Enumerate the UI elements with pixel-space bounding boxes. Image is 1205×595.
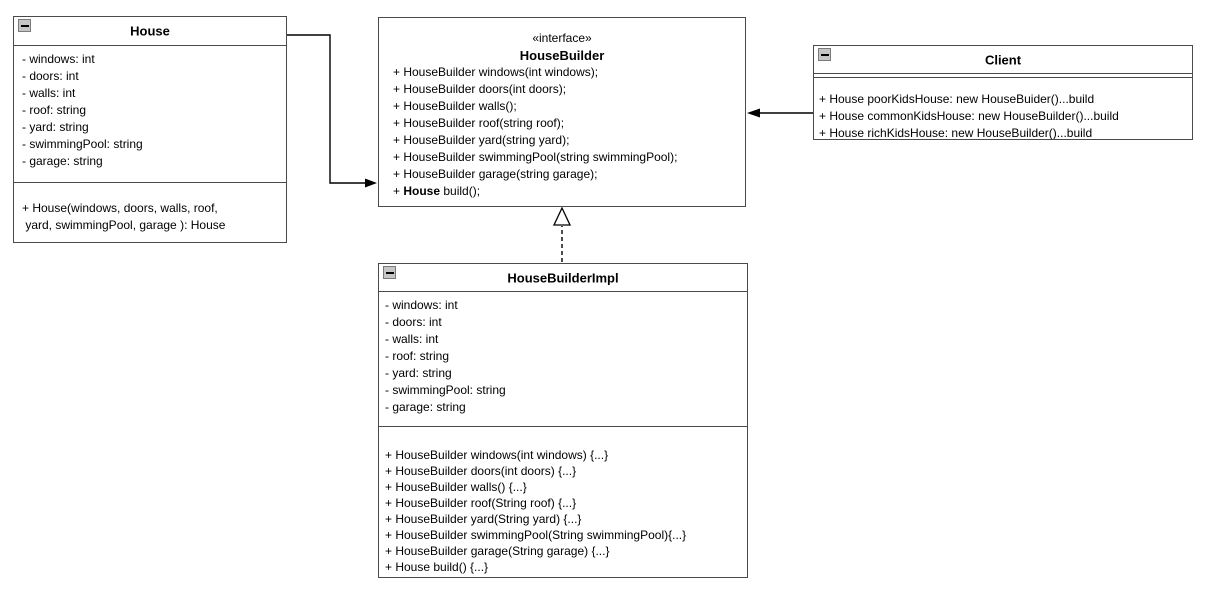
method-line: + House richKidsHouse: new HouseBuilder(…: [819, 126, 1093, 139]
class-title-housebuilderimpl: HouseBuilderImpl: [507, 270, 619, 285]
attribute-line: - walls: int: [385, 332, 439, 346]
method-line: + HouseBuilder roof(String roof) {...}: [385, 496, 577, 510]
method-line: + HouseBuilder swimmingPool(string swimm…: [393, 150, 678, 164]
methods-list-housebuilder: + HouseBuilder windows(int windows); + Ho…: [393, 64, 741, 183]
method-line: + HouseBuilder windows(int windows);: [393, 65, 599, 79]
attribute-line: - garage: string: [22, 154, 103, 168]
method-line: + House commonKidsHouse: new HouseBuilde…: [819, 109, 1119, 123]
class-box-house[interactable]: House - windows: int - doors: int - walls:…: [13, 16, 287, 243]
method-line: + HouseBuilder walls();: [393, 99, 517, 113]
method-line: + House build() {...}: [385, 560, 489, 574]
method-line-build: + House build();: [393, 183, 741, 200]
interface-box-housebuilder[interactable]: «interface» HouseBuilder + HouseBuilder …: [378, 17, 746, 207]
attribute-line: - doors: int: [22, 69, 79, 83]
collapse-minus-icon[interactable]: [18, 19, 31, 32]
attributes-compartment-housebuilderimpl: - windows: int - doors: int - walls: int - …: [379, 291, 747, 426]
class-box-client[interactable]: Client + House poorKidsHouse: new HouseB…: [813, 45, 1193, 140]
attributes-compartment-house: - windows: int - doors: int - walls: int - …: [14, 45, 286, 182]
method-line: + HouseBuilder yard(String yard) {...}: [385, 512, 582, 526]
attribute-line: - roof: string: [22, 103, 87, 117]
method-line: + House(windows, doors, walls, roof,: [22, 201, 218, 215]
class-header-client: Client: [814, 46, 1192, 73]
collapse-minus-icon[interactable]: [383, 266, 396, 279]
arrowhead-client-to-housebuilder: [747, 108, 760, 118]
class-title-client: Client: [984, 52, 1022, 67]
method-line: + HouseBuilder garage(string garage);: [393, 167, 598, 181]
attribute-line: - yard: string: [22, 120, 89, 134]
interface-title-housebuilder: HouseBuilder: [519, 48, 605, 63]
method-line: + House poorKidsHouse: new HouseBuider()…: [819, 92, 1095, 106]
minus-glyph: [820, 53, 829, 56]
build-signature: build();: [440, 184, 481, 198]
method-line: + HouseBuilder yard(string yard);: [393, 133, 570, 147]
class-header-housebuilderimpl: HouseBuilderImpl: [379, 264, 747, 291]
minus-glyph: [20, 24, 29, 27]
methods-compartment-house: + House(windows, doors, walls, roof, yar…: [14, 182, 286, 244]
class-header-house: House: [14, 17, 286, 45]
class-title-house: House: [130, 23, 170, 39]
method-line: + HouseBuilder garage(String garage) {..…: [385, 544, 610, 558]
method-line: + HouseBuilder roof(string roof);: [393, 116, 565, 130]
attribute-line: - windows: int: [22, 52, 95, 66]
attribute-line: - garage: string: [385, 400, 466, 414]
association-house-to-housebuilder: [287, 34, 366, 184]
attribute-line: - doors: int: [385, 315, 442, 329]
method-line: yard, swimmingPool, garage ): House: [22, 218, 226, 232]
build-prefix: +: [393, 184, 404, 198]
attribute-line: - windows: int: [385, 298, 458, 312]
interface-stereotype: «interface»: [532, 31, 592, 45]
method-line: + HouseBuilder windows(int windows) {...…: [385, 448, 609, 462]
attribute-line: - swimmingPool: string: [22, 137, 143, 151]
attribute-line: - swimmingPool: string: [385, 383, 506, 397]
attribute-line: - walls: int: [22, 86, 76, 100]
method-line: + HouseBuilder doors(int doors) {...}: [385, 464, 577, 478]
methods-compartment-client: + House poorKidsHouse: new HouseBuider()…: [814, 77, 1192, 139]
method-line: + HouseBuilder doors(int doors);: [393, 82, 567, 96]
method-line: + HouseBuilder swimmingPool(String swimm…: [385, 528, 687, 542]
build-return-type: House: [403, 184, 441, 198]
class-box-housebuilderimpl[interactable]: HouseBuilderImpl - windows: int - doors: …: [378, 263, 748, 578]
collapse-minus-icon[interactable]: [818, 48, 831, 61]
method-line: + HouseBuilder walls() {...}: [385, 480, 527, 494]
minus-glyph: [385, 271, 394, 274]
attributes-compartment-client-empty: [814, 73, 1192, 77]
methods-compartment-housebuilderimpl: + HouseBuilder windows(int windows) {...…: [379, 426, 747, 577]
arrowhead-house-to-housebuilder: [365, 178, 377, 188]
realization-hollow-triangle-arrowhead: [552, 206, 572, 226]
attribute-line: - roof: string: [385, 349, 450, 363]
attribute-line: - yard: string: [385, 366, 452, 380]
